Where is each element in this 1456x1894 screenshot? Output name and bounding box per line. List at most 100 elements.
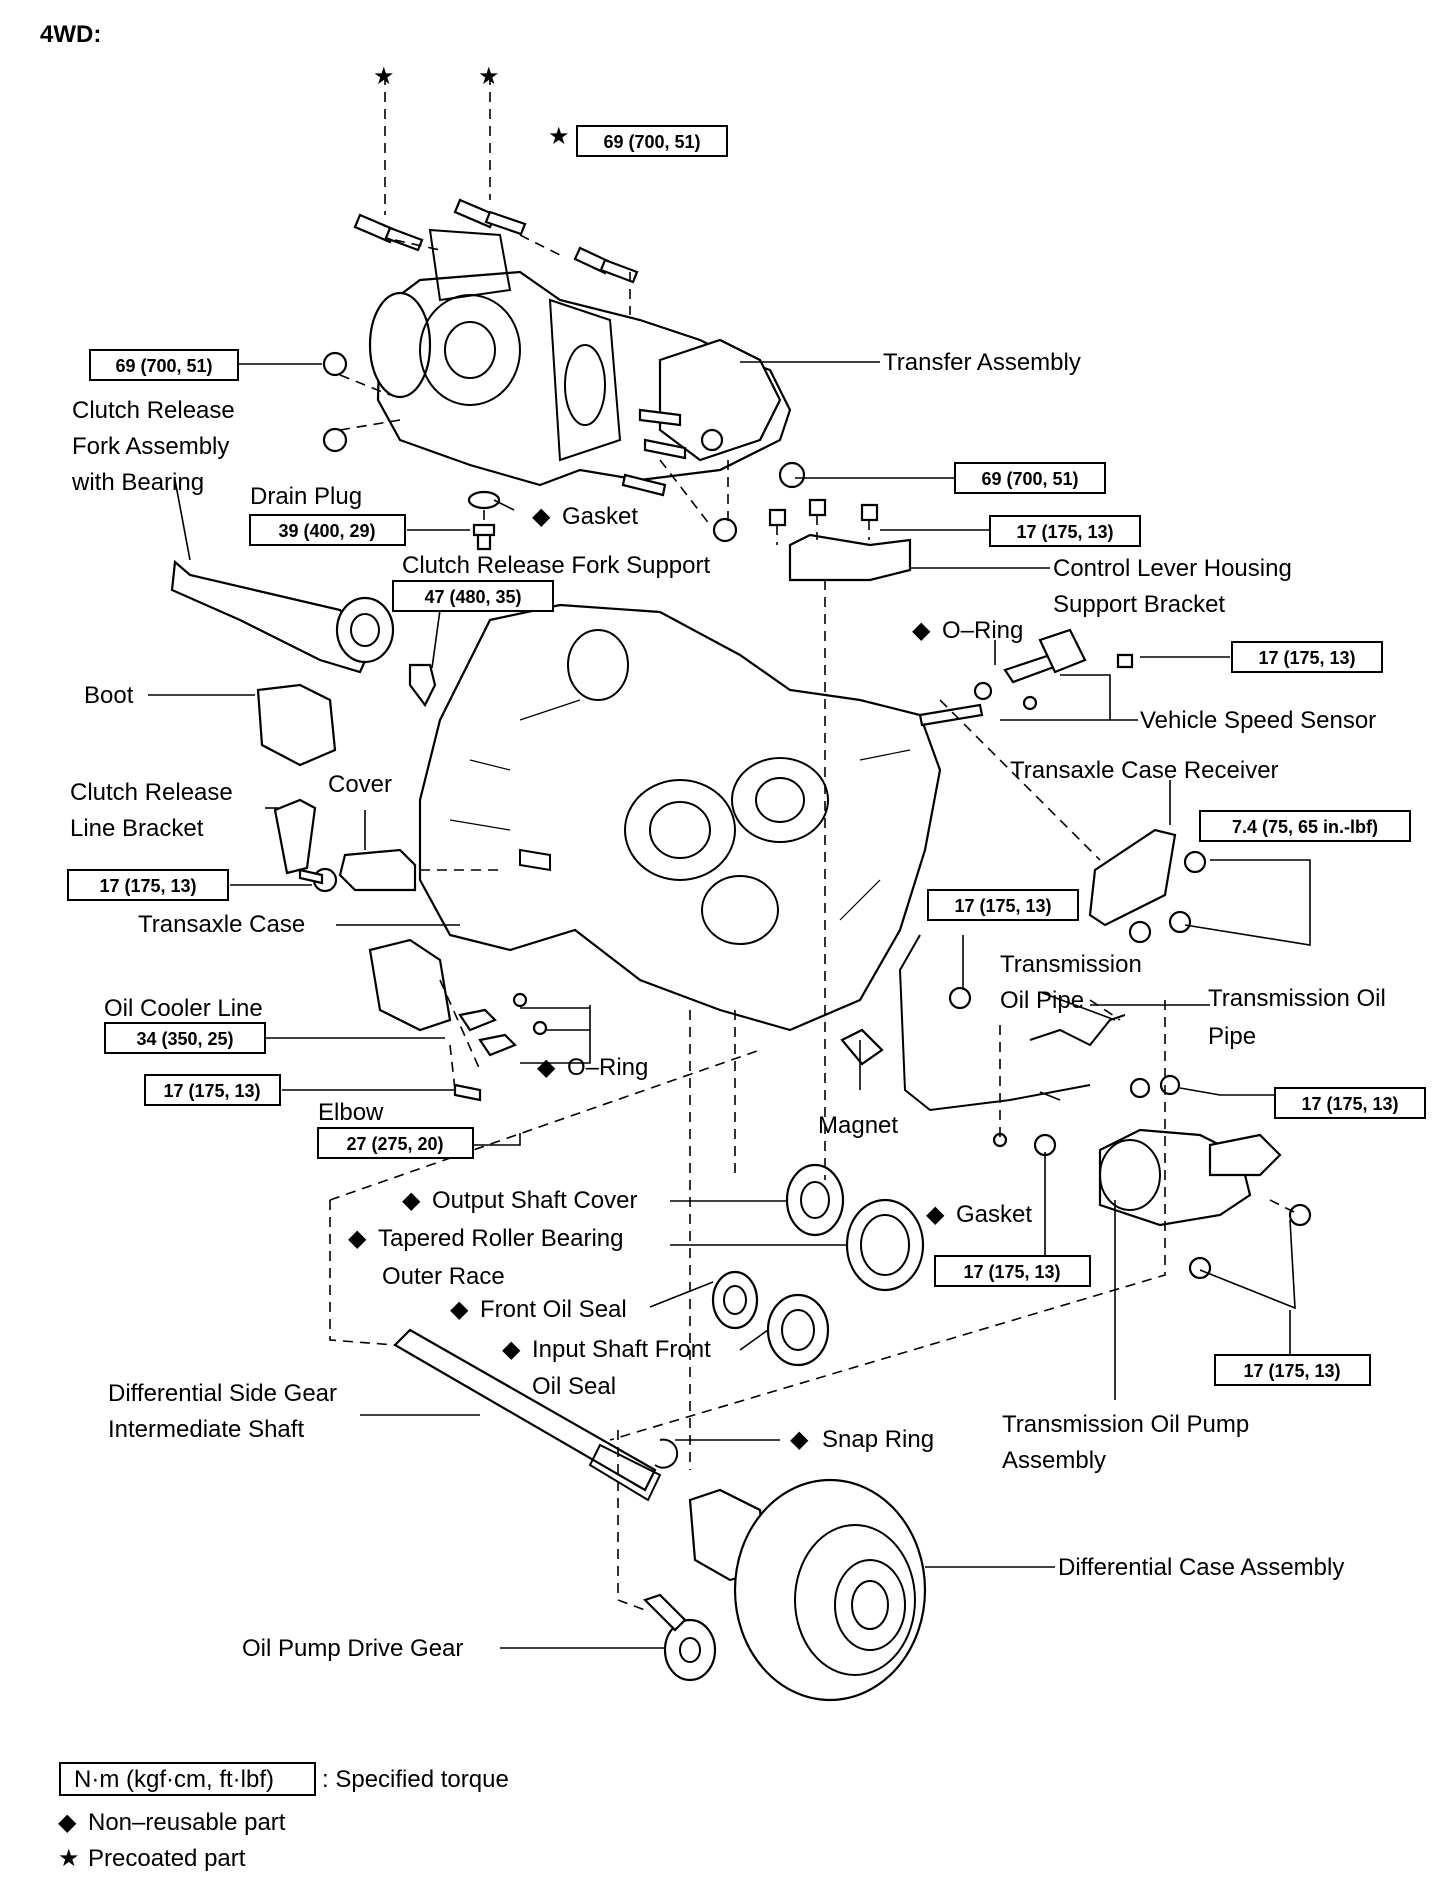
control-lever-bracket-part xyxy=(788,533,912,582)
non-reusable-diamond: ◆ xyxy=(926,1200,945,1228)
non-reusable-diamond: ◆ xyxy=(502,1335,521,1363)
non-reusable-diamond: ◆ xyxy=(912,616,931,644)
oil-pipe-b-part xyxy=(1029,1014,1126,1047)
label-drain-plug: Drain Plug xyxy=(250,483,362,510)
top-bolts xyxy=(322,198,806,543)
label-clutch-fork-1: Clutch Release xyxy=(72,397,235,424)
label-trans-oil-pipe-a1: Transmission xyxy=(1000,951,1142,978)
label-o-ring-top: O–Ring xyxy=(942,617,1023,644)
legend-specified: : Specified torque xyxy=(322,1766,509,1793)
label-gasket-mid: Gasket xyxy=(956,1201,1032,1228)
label-boot: Boot xyxy=(84,682,134,709)
intermediate-shaft-part xyxy=(393,1328,657,1492)
precoated-star: ★ xyxy=(478,62,500,90)
legend-diamond: ◆ xyxy=(58,1808,77,1836)
non-reusable-diamond: ◆ xyxy=(348,1224,367,1252)
label-vss: Vehicle Speed Sensor xyxy=(1140,707,1376,734)
label-line-bracket-1: Clutch Release xyxy=(70,779,233,806)
magnet-part xyxy=(840,1028,884,1066)
non-reusable-diamond: ◆ xyxy=(790,1425,809,1453)
svg-text:17 (175, 13): 17 (175, 13) xyxy=(954,896,1051,916)
differential-case-part xyxy=(688,1478,927,1702)
torque-box-3: 69 (700, 51) xyxy=(954,462,1106,494)
label-clutch-fork-2: Fork Assembly xyxy=(72,433,229,460)
legend-non-reusable: Non–reusable part xyxy=(88,1809,286,1836)
svg-text:17 (175, 13): 17 (175, 13) xyxy=(99,876,196,896)
label-case-receiver: Transaxle Case Receiver xyxy=(1010,757,1279,784)
svg-text:17 (175, 13): 17 (175, 13) xyxy=(163,1081,260,1101)
label-tapered-2: Outer Race xyxy=(382,1263,505,1290)
label-magnet: Magnet xyxy=(818,1112,898,1139)
label-oil-pump-2: Assembly xyxy=(1002,1447,1106,1474)
label-front-oil-seal: Front Oil Seal xyxy=(480,1296,627,1323)
torque-box-5: 17 (175, 13) xyxy=(989,515,1141,547)
diagram-title: 4WD: xyxy=(40,21,101,48)
svg-text:27 (275, 20): 27 (275, 20) xyxy=(346,1134,443,1154)
label-diff-case: Differential Case Assembly xyxy=(1058,1554,1344,1581)
label-input-seal-2: Oil Seal xyxy=(532,1373,616,1400)
precoated-star: ★ xyxy=(548,122,570,150)
label-trans-oil-pipe-a2: Oil Pipe xyxy=(1000,987,1084,1014)
label-diff-shaft-1: Differential Side Gear xyxy=(108,1380,337,1407)
torque-box-1: 69 (700, 51) xyxy=(576,125,728,157)
label-diff-shaft-2: Intermediate Shaft xyxy=(108,1416,304,1443)
torque-box-16: 17 (175, 13) xyxy=(1214,1354,1371,1386)
non-reusable-diamond: ◆ xyxy=(537,1053,556,1081)
label-trans-oil-pipe-b2: Pipe xyxy=(1208,1023,1256,1050)
svg-text:17 (175, 13): 17 (175, 13) xyxy=(1301,1094,1398,1114)
label-oil-pump-gear: Oil Pump Drive Gear xyxy=(242,1635,463,1662)
torque-box-9: 17 (175, 13) xyxy=(67,869,229,901)
oil-cooler-line-part xyxy=(368,938,452,1032)
output-shaft-cover-part xyxy=(785,1163,845,1237)
boot-part xyxy=(256,683,337,767)
label-cover: Cover xyxy=(328,771,392,798)
front-oil-seal-part xyxy=(711,1270,759,1330)
legend-precoated: Precoated part xyxy=(88,1845,246,1872)
torque-box-4: 39 (400, 29) xyxy=(249,514,406,546)
tapered-outer-race-part xyxy=(845,1198,925,1292)
oil-pump-gear-part xyxy=(642,1593,717,1682)
label-control-lever-1: Control Lever Housing xyxy=(1053,555,1292,582)
torque-box-7: 17 (175, 13) xyxy=(1231,641,1383,673)
cover-part xyxy=(338,848,417,892)
non-reusable-diamond: ◆ xyxy=(532,502,551,530)
clutch-release-fork-part xyxy=(170,559,372,674)
svg-text:47 (480, 35): 47 (480, 35) xyxy=(424,587,521,607)
legend-torque-box xyxy=(59,1762,316,1796)
svg-text:17 (175, 13): 17 (175, 13) xyxy=(1243,1361,1340,1381)
svg-text:17 (175, 13): 17 (175, 13) xyxy=(1258,648,1355,668)
label-output-shaft-cover: Output Shaft Cover xyxy=(432,1187,637,1214)
svg-text:69 (700, 51): 69 (700, 51) xyxy=(603,132,700,152)
fork-support-part xyxy=(408,663,437,708)
label-transfer-assembly: Transfer Assembly xyxy=(883,349,1081,376)
label-oil-cooler-line: Oil Cooler Line xyxy=(104,995,263,1022)
gasket-top-part xyxy=(467,490,501,510)
torque-box-10: 17 (175, 13) xyxy=(927,889,1079,921)
svg-text:17 (175, 13): 17 (175, 13) xyxy=(1016,522,1113,542)
precoated-star: ★ xyxy=(373,62,395,90)
line-bracket-part xyxy=(273,798,317,875)
torque-box-8: 7.4 (75, 65 in.-lbf) xyxy=(1199,810,1411,842)
torque-box-14: 27 (275, 20) xyxy=(317,1127,474,1159)
legend-star: ★ xyxy=(58,1844,80,1872)
torque-box-15: 17 (175, 13) xyxy=(934,1255,1091,1287)
label-elbow: Elbow xyxy=(318,1099,384,1126)
transfer-assembly-part xyxy=(368,228,792,487)
fork-bearing-part xyxy=(335,596,395,664)
label-control-lever-2: Support Bracket xyxy=(1053,591,1225,618)
label-gasket-top: Gasket xyxy=(562,503,638,530)
label-fork-support: Clutch Release Fork Support xyxy=(402,552,710,579)
label-snap-ring: Snap Ring xyxy=(822,1426,934,1453)
assembly-lines xyxy=(329,75,1301,1611)
torque-box-2: 69 (700, 51) xyxy=(89,349,239,381)
label-input-seal-1: Input Shaft Front xyxy=(532,1336,711,1363)
oil-pipe-a-part xyxy=(898,934,1091,1112)
transaxle-case-part xyxy=(418,603,942,1032)
label-line-bracket-2: Line Bracket xyxy=(70,815,204,842)
torque-box-6: 47 (480, 35) xyxy=(392,580,554,612)
label-tapered-1: Tapered Roller Bearing xyxy=(378,1225,623,1252)
label-oil-pump-1: Transmission Oil Pump xyxy=(1002,1411,1249,1438)
snap-ring-part xyxy=(654,1438,679,1469)
svg-text:69 (700, 51): 69 (700, 51) xyxy=(115,356,212,376)
non-reusable-diamond: ◆ xyxy=(450,1295,469,1323)
